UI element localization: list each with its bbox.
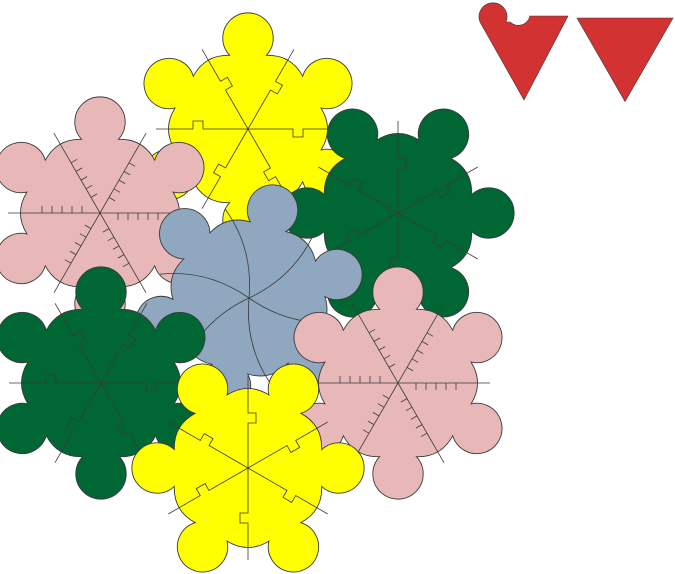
tile-pink-right	[293, 266, 503, 500]
tile-yellow-bottom	[131, 363, 365, 573]
tile-pink-left	[0, 96, 205, 330]
legend-plain-triangle	[576, 17, 674, 103]
legend-notched-triangle	[478, 2, 569, 101]
tile-green-left	[0, 266, 206, 500]
